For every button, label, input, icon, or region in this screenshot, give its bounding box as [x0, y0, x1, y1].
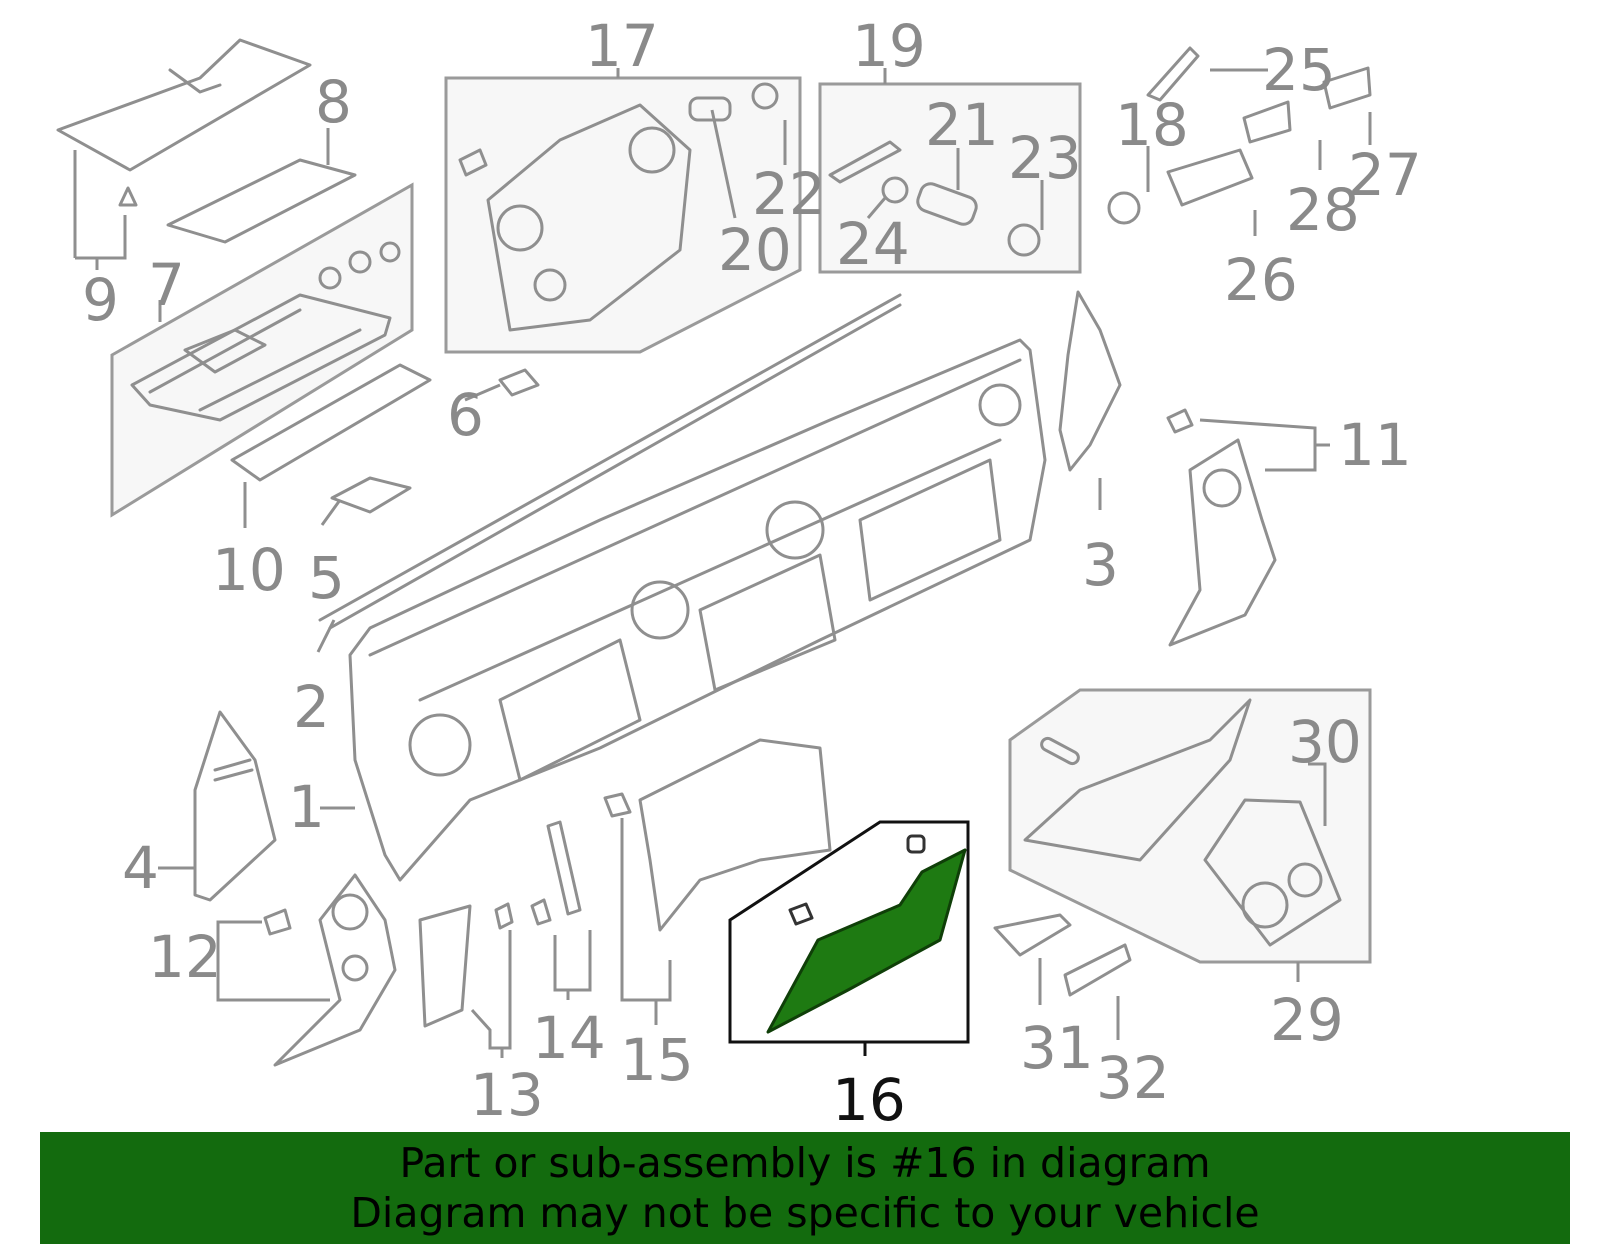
- highlighted-part-16[interactable]: [766, 848, 967, 1034]
- callout-10[interactable]: 10: [212, 536, 286, 604]
- part-12: [263, 873, 397, 1067]
- callout-22[interactable]: 22: [752, 160, 826, 228]
- callout-3[interactable]: 3: [1082, 531, 1119, 599]
- callout-13[interactable]: 13: [470, 1061, 544, 1129]
- banner-line-2: Diagram may not be specific to your vehi…: [350, 1189, 1260, 1237]
- part-group-7: [110, 182, 414, 518]
- parts-13-14-15: [418, 738, 832, 1028]
- callout-8[interactable]: 8: [315, 68, 352, 136]
- part-5: [330, 476, 412, 514]
- part-10: [230, 363, 432, 482]
- part-11: [1166, 408, 1277, 647]
- callout-6[interactable]: 6: [447, 381, 484, 449]
- callout-4[interactable]: 4: [122, 834, 159, 902]
- callout-32[interactable]: 32: [1096, 1044, 1170, 1112]
- banner-line-1: Part or sub-assembly is #16 in diagram: [399, 1139, 1211, 1187]
- callout-23[interactable]: 23: [1008, 124, 1082, 192]
- callout-1[interactable]: 1: [288, 773, 325, 841]
- part-9-cover: [56, 38, 312, 207]
- callout-30[interactable]: 30: [1288, 708, 1362, 776]
- part-3: [1058, 290, 1122, 472]
- callout-19[interactable]: 19: [852, 12, 926, 80]
- callout-29[interactable]: 29: [1270, 986, 1344, 1054]
- leader-lines: [73, 68, 1372, 1058]
- callout-24[interactable]: 24: [836, 210, 910, 278]
- callout-12[interactable]: 12: [148, 923, 222, 991]
- callout-17[interactable]: 17: [585, 12, 659, 80]
- part-6: [498, 368, 540, 397]
- callout-18[interactable]: 18: [1115, 91, 1189, 159]
- callout-labels: 1 2 3 4 5 6 7 8 9 10 11 12 13 14 15 16 1…: [82, 12, 1422, 1134]
- parts-31-32: [993, 913, 1132, 997]
- callout-16[interactable]: 16: [832, 1066, 906, 1134]
- callout-28[interactable]: 28: [1286, 176, 1360, 244]
- callout-7[interactable]: 7: [148, 251, 185, 319]
- part-8-pad: [166, 158, 357, 244]
- part-group-29: [1008, 688, 1372, 964]
- part-group-16[interactable]: [728, 820, 970, 1044]
- callout-15[interactable]: 15: [620, 1026, 694, 1094]
- part-group-17: [444, 76, 802, 354]
- callout-27[interactable]: 27: [1348, 141, 1422, 209]
- callout-26[interactable]: 26: [1224, 246, 1298, 314]
- callout-5[interactable]: 5: [308, 544, 345, 612]
- part-4: [193, 710, 277, 902]
- callout-11[interactable]: 11: [1338, 411, 1412, 479]
- callout-9[interactable]: 9: [82, 266, 119, 334]
- parts-18-to-28: [1107, 46, 1372, 225]
- callout-20[interactable]: 20: [718, 216, 792, 284]
- part-1-dash-frame: [318, 293, 1047, 882]
- part-group-19: [818, 82, 1082, 274]
- callout-2[interactable]: 2: [293, 673, 330, 741]
- info-banner: Part or sub-assembly is #16 in diagram D…: [40, 1132, 1570, 1244]
- callout-31[interactable]: 31: [1020, 1014, 1094, 1082]
- callout-25[interactable]: 25: [1262, 36, 1336, 104]
- callout-21[interactable]: 21: [925, 91, 999, 159]
- callout-14[interactable]: 14: [532, 1004, 606, 1072]
